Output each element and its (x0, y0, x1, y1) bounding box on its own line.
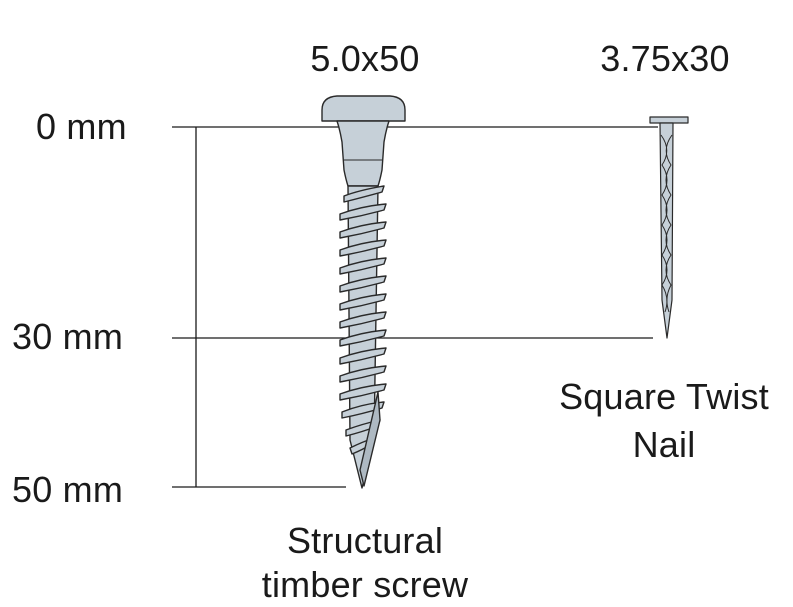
nail-illustration (649, 116, 689, 339)
scale-label-30mm: 30 mm (12, 316, 124, 357)
screw-neck (336, 120, 390, 187)
scale-lines (172, 126, 658, 488)
screw-illustration (321, 95, 406, 489)
screw-caption-line1: Structural (286, 520, 444, 561)
screw-caption-line2: timber screw (261, 564, 469, 605)
screw-size-label: 5.0x50 (310, 38, 420, 79)
nail-size-label: 3.75x30 (600, 38, 730, 79)
nail-shank (659, 122, 674, 339)
scale-label-50mm: 50 mm (12, 469, 124, 510)
nail-caption-line2: Nail (632, 424, 696, 465)
screw-head (321, 95, 406, 122)
nail-caption-line1: Square Twist (559, 376, 769, 417)
scale-label-0mm: 0 mm (36, 106, 127, 147)
nail-twist-lines (660, 134, 673, 313)
screw-tip-flute (359, 391, 381, 487)
nail-head (649, 116, 689, 124)
screw-threads (339, 185, 387, 455)
